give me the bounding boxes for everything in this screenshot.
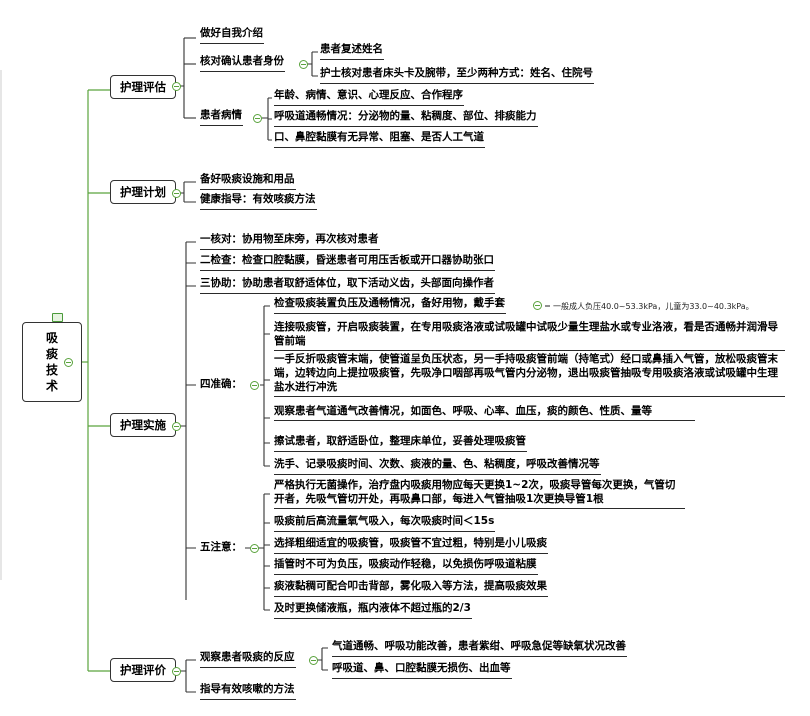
collapse-root-icon[interactable] bbox=[64, 358, 73, 367]
collapse-condition-icon[interactable] bbox=[253, 114, 262, 123]
four-item-5[interactable]: 擦试患者，取舒适卧位，整理床单位，妥善处理吸痰管 bbox=[274, 434, 527, 452]
five-item-6[interactable]: 及时更换储液瓶，瓶内液体不超过瓶的2/3 bbox=[274, 601, 472, 619]
collapse-assess-icon[interactable] bbox=[172, 82, 181, 91]
four-item-3[interactable]: 一手反折吸痰管末端，使管道呈负压状态，另一手持吸痰管前端（持笔式）经口或鼻插入气… bbox=[274, 352, 785, 397]
condition-item-1[interactable]: 年龄、病情、意识、心理反应、合作程序 bbox=[274, 88, 464, 106]
four-item-1[interactable]: 检查吸痰装置负压及通畅情况，备好用物，戴手套 bbox=[274, 296, 506, 314]
four-item-2[interactable]: 连接吸痰管，开启吸痰装置，在专用吸痰洛液或试吸罐中试吸少量生理盐水或专业洛液，看… bbox=[274, 320, 785, 351]
branch-implement[interactable]: 护理实施 bbox=[110, 413, 176, 437]
plan-item-2[interactable]: 健康指导：有效咳痰方法 bbox=[200, 192, 317, 210]
collapse-observe-icon[interactable] bbox=[309, 656, 318, 665]
branch-evaluate[interactable]: 护理评价 bbox=[110, 658, 176, 682]
implement-step-3[interactable]: 三协助：协助患者取舒适体位，取下活动义齿，头部面向操作者 bbox=[200, 276, 495, 294]
collapse-four-icon[interactable] bbox=[250, 381, 259, 390]
implement-step-1[interactable]: 一核对：协用物至床旁，再次核对患者 bbox=[200, 232, 380, 250]
verify-item-1[interactable]: 患者复述姓名 bbox=[320, 42, 384, 60]
canvas-left-edge bbox=[0, 70, 2, 580]
assess-condition[interactable]: 患者病情 bbox=[200, 108, 243, 126]
assess-intro[interactable]: 做好自我介绍 bbox=[200, 26, 264, 44]
four-item-4[interactable]: 观察患者气道通气改善情况，如面色、呼吸、心率、血压，痰的颜色、性质、量等 bbox=[274, 404, 695, 421]
verify-item-2[interactable]: 护士核对患者床头卡及腕带，至少两种方式：姓名、住院号 bbox=[320, 66, 594, 84]
branch-assess[interactable]: 护理评估 bbox=[110, 75, 176, 99]
condition-item-3[interactable]: 口、鼻腔黏膜有无异常、阻塞、是否人工气道 bbox=[274, 130, 485, 148]
implement-step-2[interactable]: 二检查：检查口腔黏膜，昏迷患者可用压舌板或开口器协助张口 bbox=[200, 253, 495, 271]
collapse-verify-icon[interactable] bbox=[299, 60, 308, 69]
flag-icon bbox=[52, 313, 63, 322]
root-topic[interactable]: 吸 痰 技 术 bbox=[22, 322, 82, 402]
collapse-evaluate-icon[interactable] bbox=[172, 667, 181, 676]
condition-item-2[interactable]: 呼吸道通畅情况：分泌物的量、粘稠度、部位、排痰能力 bbox=[274, 109, 538, 127]
collapse-implement-icon[interactable] bbox=[172, 422, 181, 431]
branch-plan[interactable]: 护理计划 bbox=[110, 180, 176, 204]
plan-item-1[interactable]: 备好吸痰设施和用品 bbox=[200, 172, 296, 190]
five-item-3[interactable]: 选择粗细适宜的吸痰管，吸痰管不宜过粗，特别是小儿吸痰 bbox=[274, 536, 548, 554]
collapse-five-icon[interactable] bbox=[250, 544, 259, 553]
observe-item-2[interactable]: 呼吸道、鼻、口腔黏膜无损伤、出血等 bbox=[332, 661, 512, 679]
implement-five-label[interactable]: 五注意： bbox=[200, 541, 242, 553]
five-item-4[interactable]: 插管时不可为负压，吸痰动作轻稳，以免损伤呼吸道粘膜 bbox=[274, 557, 538, 575]
collapse-four-item-1-icon[interactable] bbox=[533, 301, 542, 310]
implement-four-label[interactable]: 四准确： bbox=[200, 378, 242, 390]
collapse-plan-icon[interactable] bbox=[172, 189, 181, 198]
four-item-6[interactable]: 洗手、记录吸痰时间、次数、痰液的量、色、粘稠度，呼吸改善情况等 bbox=[274, 457, 601, 475]
five-item-5[interactable]: 痰液黏稠可配合叩击背部，雾化吸入等方法，提高吸痰效果 bbox=[274, 579, 548, 597]
five-item-1[interactable]: 严格执行无菌操作，治疗盘内吸痰用物应每天更换1~2次，吸痰导管每次更换，气管切开… bbox=[274, 478, 685, 509]
four-item-1-note[interactable]: 一般成人负压40.0~53.3kPa，儿童为33.0~40.3kPa。 bbox=[553, 302, 754, 311]
observe-item-1[interactable]: 气道通畅、呼吸功能改善，患者紫绀、呼吸急促等缺氧状况改善 bbox=[332, 639, 627, 657]
evaluate-observe[interactable]: 观察患者吸痰的反应 bbox=[200, 650, 296, 668]
assess-verify[interactable]: 核对确认患者身份 bbox=[200, 54, 285, 72]
five-item-2[interactable]: 吸痰前后高流量氧气吸入，每次吸痰时间＜15s bbox=[274, 514, 496, 532]
evaluate-guide[interactable]: 指导有效咳嗽的方法 bbox=[200, 682, 296, 700]
